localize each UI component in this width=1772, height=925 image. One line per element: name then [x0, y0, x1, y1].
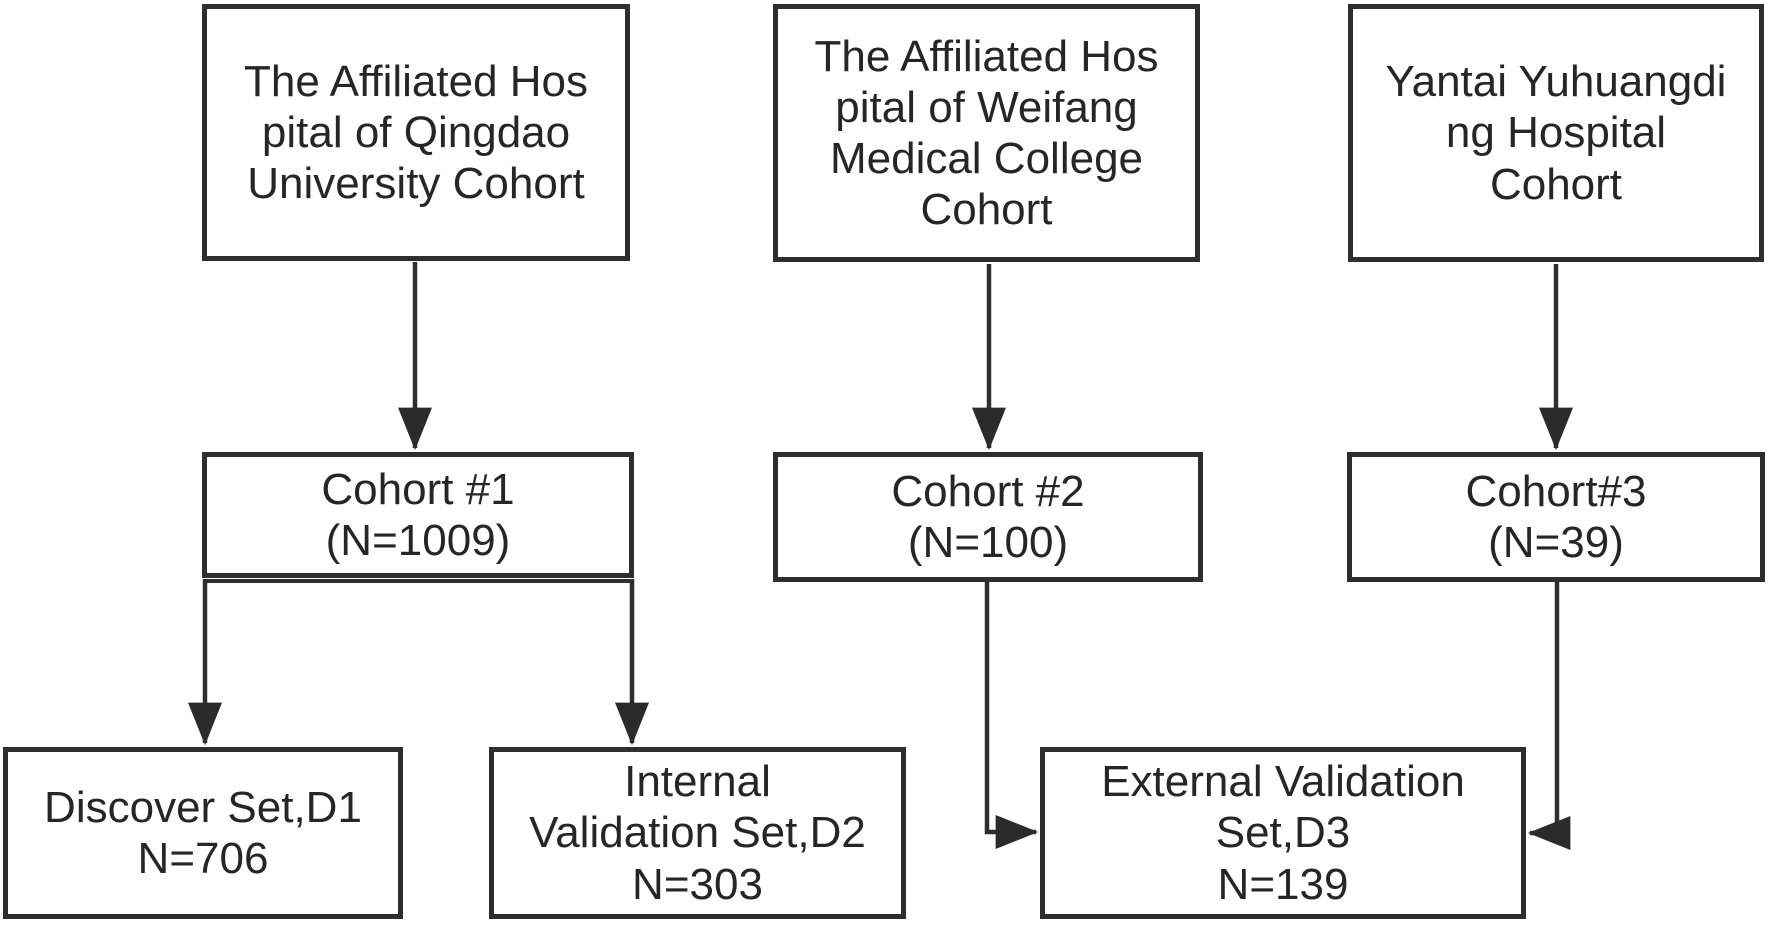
- box-cohort-2-label: Cohort #2 (N=100): [891, 466, 1085, 567]
- box-external-validation-set-d3: External Validation Set,D3 N=139: [1040, 747, 1526, 919]
- box-discover-set-d1-label: Discover Set,D1 N=706: [44, 782, 362, 883]
- box-yantai-yuhuangding-cohort-label: Yantai Yuhuangdi ng Hospital Cohort: [1385, 57, 1727, 209]
- box-discover-set-d1: Discover Set,D1 N=706: [3, 747, 403, 919]
- arrow-cohort2-to-external-validation: [984, 582, 1039, 849]
- box-weifang-medical-college-cohort: The Affiliated Hos pital of Weifang Medi…: [773, 4, 1200, 262]
- box-cohort-3: Cohort#3 (N=39): [1347, 452, 1765, 582]
- box-weifang-medical-college-cohort-label: The Affiliated Hos pital of Weifang Medi…: [814, 31, 1159, 235]
- box-qingdao-university-cohort-label: The Affiliated Hos pital of Qingdao Univ…: [243, 56, 589, 209]
- box-qingdao-university-cohort: The Affiliated Hos pital of Qingdao Univ…: [202, 4, 630, 261]
- box-cohort-1-label: Cohort #1 (N=1009): [321, 464, 515, 565]
- box-internal-validation-set-d2: Internal Validation Set,D2 N=303: [489, 747, 906, 919]
- box-cohort-1: Cohort #1 (N=1009): [202, 452, 634, 578]
- box-yantai-yuhuangding-cohort: Yantai Yuhuangdi ng Hospital Cohort: [1348, 4, 1764, 262]
- box-cohort-3-label: Cohort#3 (N=39): [1465, 466, 1647, 567]
- box-internal-validation-set-d2-label: Internal Validation Set,D2 N=303: [529, 757, 866, 909]
- box-cohort-2: Cohort #2 (N=100): [773, 452, 1203, 582]
- arrow-cohort3-to-external-validation: [1527, 582, 1571, 850]
- box-external-validation-set-d3-label: External Validation Set,D3 N=139: [1101, 757, 1465, 909]
